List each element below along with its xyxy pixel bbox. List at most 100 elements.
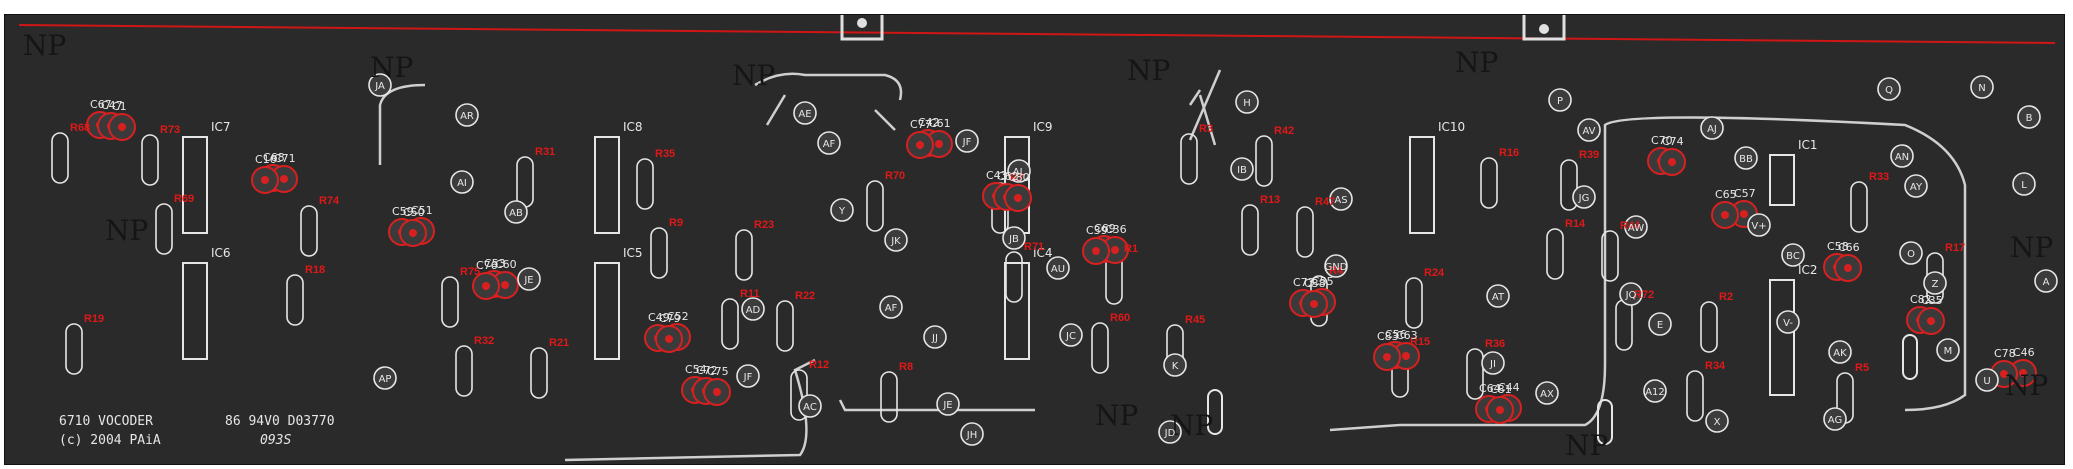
jack-pad — [2017, 105, 2041, 129]
board-traces — [378, 69, 1967, 462]
capacitor-pad — [1668, 158, 1676, 166]
copper-trace — [1188, 69, 1222, 141]
capacitor-label: C53 — [484, 257, 506, 270]
capacitor-label: C35 — [1921, 294, 1943, 307]
capacitor-label: C75 — [707, 365, 729, 378]
capacitor-label: C65 — [1715, 188, 1737, 201]
jack-label: JD — [1164, 428, 1176, 439]
capacitor-label: C36 — [1105, 223, 1127, 236]
capacitor-label: C63 — [1396, 329, 1418, 342]
np-mark: NP — [23, 29, 66, 62]
resistor-footprint — [141, 134, 159, 186]
jack-pad — [504, 200, 528, 224]
component-layer — [51, 73, 2058, 446]
capacitor-label: C57 — [1734, 187, 1756, 200]
jack-pad — [793, 101, 817, 125]
jack-label: AF — [823, 139, 836, 150]
capacitor-pad — [1014, 194, 1022, 202]
jack-pad — [1899, 241, 1923, 265]
jack-pad — [923, 325, 947, 349]
jack-pad — [1643, 379, 1667, 403]
ic-outline — [182, 136, 208, 234]
capacitor-pad — [501, 281, 509, 289]
slot-pad — [1902, 334, 1918, 380]
capacitor-label: C43 — [986, 169, 1008, 182]
resistor-label: R2 — [1719, 291, 1733, 303]
capacitor-pad — [665, 335, 673, 343]
board-code: 86 94V0 D03770 — [225, 414, 335, 429]
jack-pad — [830, 198, 854, 222]
jack-pad — [455, 103, 479, 127]
ic-outline — [1004, 262, 1030, 360]
resistor-footprint — [1296, 206, 1314, 258]
np-mark: NP — [1455, 46, 1498, 79]
ic-outline — [1769, 279, 1795, 396]
mounting-hole — [1539, 24, 1549, 34]
jack-pad — [936, 392, 960, 416]
capacitor-pad — [1844, 264, 1852, 272]
jack-label: L — [2021, 180, 2027, 191]
ic-label: IC8 — [623, 120, 643, 134]
jack-label: JK — [890, 236, 901, 247]
capacitor-label: C81 — [1490, 383, 1512, 396]
resistor-footprint — [51, 132, 69, 184]
resistor-label: R18 — [305, 264, 325, 276]
np-mark: NP — [1565, 429, 1608, 462]
capacitor-label: C50 — [403, 206, 425, 219]
resistor-label: R45 — [1185, 314, 1205, 326]
resistor-label: R69 — [174, 193, 194, 205]
jack-label: X — [1714, 417, 1721, 428]
capacitor-pad — [1111, 246, 1119, 254]
jack-label: E — [1657, 320, 1663, 331]
resistor-footprint — [1601, 230, 1619, 282]
jack-pad — [1781, 243, 1805, 267]
resistor-label: R5 — [1855, 362, 1869, 374]
jack-pad — [1734, 146, 1758, 170]
capacitor-pad — [916, 141, 924, 149]
jack-label: A — [2043, 277, 2050, 288]
resistor-footprint — [1480, 157, 1498, 209]
capacitor-pad — [261, 176, 269, 184]
copper-trace — [378, 83, 426, 165]
jack-label: JE — [523, 275, 533, 286]
jack-pad — [1577, 118, 1601, 142]
capacitor-label: C64 — [1479, 382, 1501, 395]
capacitor-label: C16 — [255, 153, 277, 166]
capacitor-label: C62 — [997, 170, 1019, 183]
jack-pad — [1002, 226, 1026, 250]
ic-label: IC7 — [211, 120, 231, 134]
jack-label: JF — [962, 137, 972, 148]
resistor-label: R24 — [1424, 267, 1445, 279]
jack-pad — [373, 366, 397, 390]
jack-pad — [1481, 351, 1505, 375]
resistor-label: R44 — [1620, 220, 1641, 232]
jack-label: JH — [966, 430, 977, 441]
jack-label: AG — [1828, 415, 1842, 426]
resistor-label: R32 — [474, 335, 494, 347]
jack-label: JF — [743, 372, 753, 383]
capacitor-label: C39 — [1086, 224, 1108, 237]
jack-label: AR — [460, 111, 474, 122]
jack-label: IB — [1237, 165, 1247, 176]
jack-label: AP — [379, 374, 392, 385]
mounting-tab — [840, 15, 884, 41]
jack-pad — [741, 297, 765, 321]
resistor-label: R60 — [1110, 312, 1130, 324]
jack-label: U — [1983, 376, 1990, 387]
jack-pad — [798, 394, 822, 418]
jack-label: M — [1944, 346, 1953, 357]
resistor-label: R34 — [1705, 360, 1726, 372]
capacitor-label: C79 — [659, 312, 681, 325]
capacitor-pad — [280, 175, 288, 183]
capacitor-pad — [1092, 247, 1100, 255]
jack-label: Y — [838, 206, 846, 217]
jack-label: AV — [1582, 126, 1595, 137]
jack-pad — [1823, 407, 1847, 431]
resistor-label: R42 — [1274, 125, 1294, 137]
capacitor-label: C56 — [1385, 328, 1407, 341]
copper-trace — [1329, 116, 1967, 432]
capacitor-label: C72 — [696, 364, 718, 377]
capacitor-label: C60 — [495, 258, 517, 271]
resistor-label: R7 — [1010, 172, 1024, 184]
